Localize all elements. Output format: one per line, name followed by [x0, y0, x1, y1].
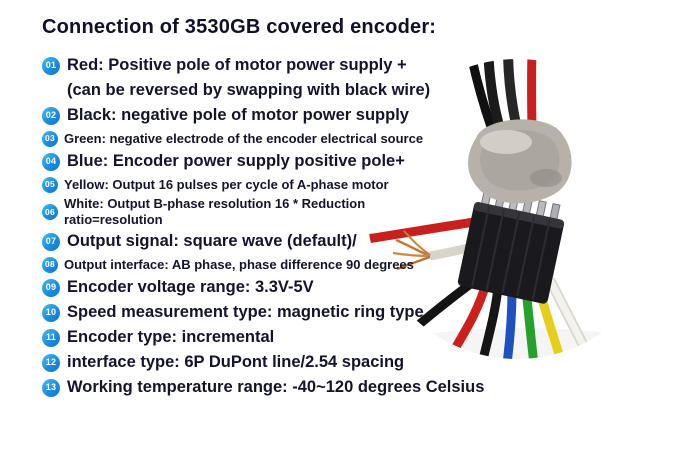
item-text: Red: Positive pole of motor power supply… — [67, 56, 407, 74]
list-item-07: 07 Output signal: square wave (default)/ — [42, 230, 482, 253]
list-item-02: 02 Black: negative pole of motor power s… — [42, 104, 482, 127]
item-number-badge: 03 — [42, 130, 58, 147]
item-text: Encoder voltage range: 3.3V-5V — [67, 278, 314, 296]
list-item-08: 08 Output interface: AB phase, phase dif… — [42, 255, 482, 274]
item-text: Speed measurement type: magnetic ring ty… — [67, 303, 424, 321]
connector-ribs — [471, 206, 551, 300]
item-number-badge: 10 — [42, 303, 60, 322]
item-text: Blue: Encoder power supply positive pole… — [67, 152, 405, 170]
list-item-09: 09 Encoder voltage range: 3.3V-5V — [42, 276, 482, 299]
item-number-badge: 12 — [42, 353, 60, 372]
item-number-badge: 02 — [42, 106, 60, 125]
item-number-badge: 13 — [42, 378, 60, 397]
item-text-line2: ratio=resolution — [64, 212, 163, 227]
wire-blue — [502, 289, 517, 359]
item-text: White: Output B-phase resolution 16 * Re… — [64, 196, 365, 228]
item-text: Output interface: AB phase, phase differ… — [64, 257, 414, 272]
glue-blob — [468, 119, 572, 204]
encoder-photo-svg — [367, 59, 667, 359]
list-item-06: 06 White: Output B-phase resolution 16 *… — [42, 196, 482, 228]
list-item-01-continued: (can be reversed by swapping with black … — [42, 79, 482, 102]
list-item-12: 12 interface type: 6P DuPont line/2.54 s… — [42, 351, 482, 374]
page-title: Connection of 3530GB covered encoder: — [42, 16, 437, 38]
encoder-photo — [366, 58, 668, 360]
list-item-11: 11 Encoder type: incremental — [42, 326, 482, 349]
list-item-05: 05 Yellow: Output 16 pulses per cycle of… — [42, 175, 482, 194]
item-text: Yellow: Output 16 pulses per cycle of A-… — [64, 177, 389, 192]
item-number-badge: 05 — [42, 176, 58, 193]
item-text: Working temperature range: -40~120 degre… — [67, 378, 485, 396]
item-text: interface type: 6P DuPont line/2.54 spac… — [67, 353, 405, 371]
item-number-badge: 07 — [42, 232, 60, 251]
item-number-badge: 11 — [42, 328, 60, 347]
list-item-04: 04 Blue: Encoder power supply positive p… — [42, 150, 482, 173]
item-text: Encoder type: incremental — [67, 328, 275, 346]
list-item-13: 13 Working temperature range: -40~120 de… — [42, 376, 485, 399]
item-number-badge: 04 — [42, 152, 60, 171]
item-text: Output signal: square wave (default)/ — [67, 232, 357, 250]
list-item-10: 10 Speed measurement type: magnetic ring… — [42, 301, 482, 324]
item-text: Black: negative pole of motor power supp… — [67, 106, 409, 124]
item-number-badge: 09 — [42, 278, 60, 297]
item-number-badge: 08 — [42, 256, 58, 273]
list-item-01: 01 Red: Positive pole of motor power sup… — [42, 54, 482, 77]
item-number-badge: 01 — [42, 56, 60, 75]
item-text-line1: White: Output B-phase resolution 16 * Re… — [64, 196, 366, 211]
item-text: (can be reversed by swapping with black … — [67, 81, 431, 99]
item-number-badge: 06 — [42, 204, 58, 220]
spec-content: Connection of 3530GB covered encoder: 01… — [42, 16, 485, 401]
list-item-03: 03 Green: negative electrode of the enco… — [42, 129, 482, 148]
item-text: Green: negative electrode of the encoder… — [64, 131, 424, 146]
dupont-connector — [457, 188, 565, 304]
